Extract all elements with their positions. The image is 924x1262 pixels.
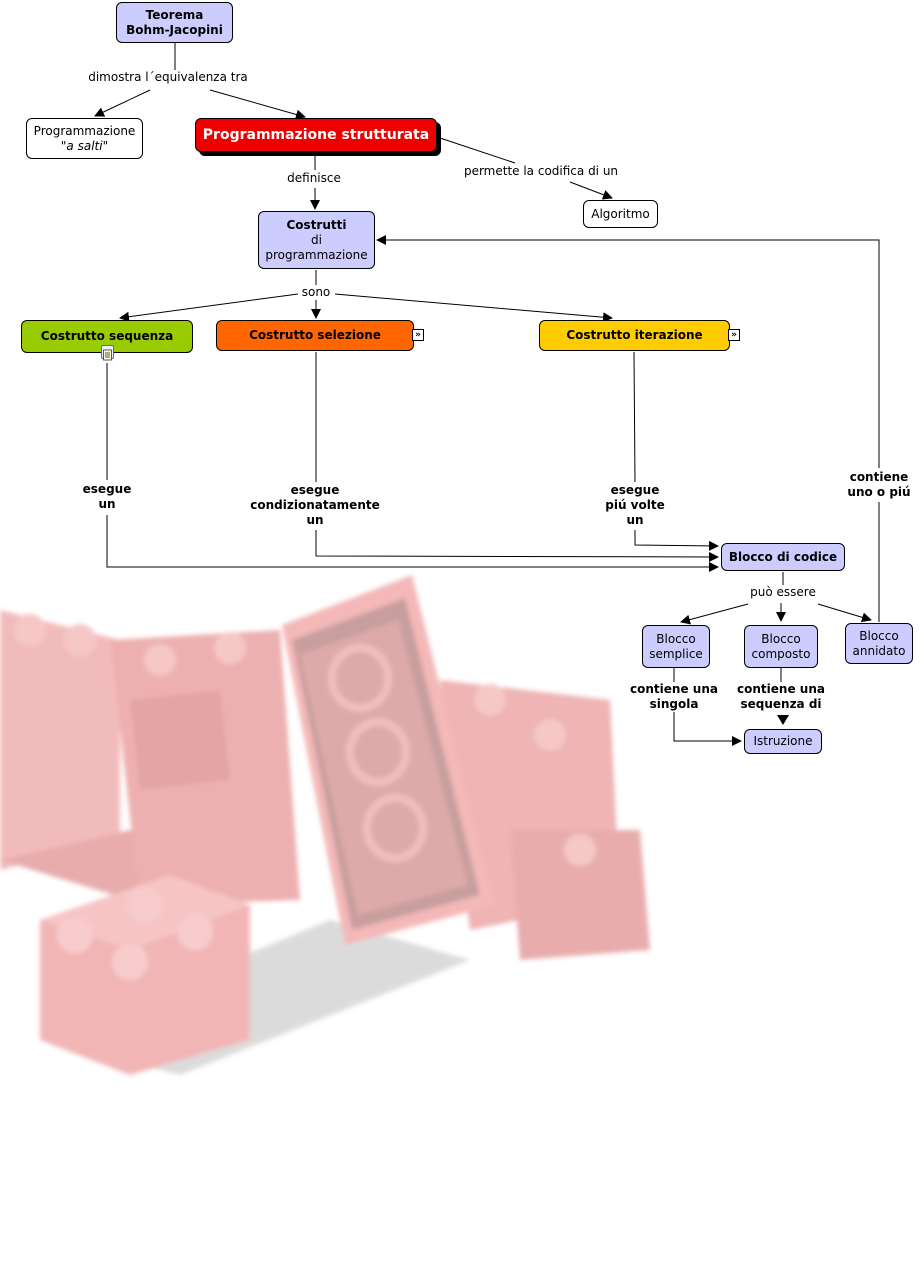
node-label: Bohm-Jacopini	[126, 22, 223, 37]
node-costrutto-selezione[interactable]: Costrutto selezione	[216, 320, 414, 351]
node-algoritmo[interactable]: Algoritmo	[583, 200, 658, 228]
link-text: condizionatamente	[250, 498, 380, 512]
link-text: uno o piú	[847, 485, 911, 499]
link-label-contiene-uno-o-piu: contiene uno o piú	[847, 470, 911, 500]
link-text: esegue	[82, 482, 132, 496]
node-blocco-semplice[interactable]: Blocco semplice	[642, 625, 710, 668]
link-text: contiene	[849, 470, 909, 484]
node-costrutto-iterazione[interactable]: Costrutto iterazione	[539, 320, 730, 351]
link-text: un	[306, 513, 324, 527]
link-label-sono: sono	[301, 285, 331, 300]
node-label: Blocco	[656, 631, 696, 646]
link-label-permette: permette la codifica di un	[463, 164, 619, 179]
link-esegue-blocco-b	[315, 530, 719, 562]
node-programmazione-a-salti[interactable]: Programmazione "a salti"	[26, 118, 143, 159]
link-text: esegue	[610, 483, 660, 497]
link-contiene-costrutti	[376, 235, 880, 468]
node-blocco-annidato[interactable]: Blocco annidato	[845, 623, 913, 664]
link-text: esegue	[290, 483, 340, 497]
link-sono-sequenza	[119, 293, 299, 322]
link-label-puo-essere: può essere	[750, 585, 816, 600]
link-label-contiene-una-sequenza-di: contiene una sequenza di	[737, 682, 825, 712]
node-label: di	[311, 232, 322, 247]
node-label: Blocco	[859, 628, 899, 643]
link-text: dimostra l´equivalenza tra	[88, 70, 248, 84]
node-label: Blocco di codice	[728, 549, 838, 564]
link-text: permette la codifica di un	[463, 164, 619, 178]
link-text: un	[626, 513, 644, 527]
link-text: definisce	[287, 171, 341, 185]
node-blocco-di-codice[interactable]: Blocco di codice	[721, 543, 845, 571]
link-text: piú volte	[605, 498, 665, 512]
link-text: contiene una	[737, 682, 825, 696]
document-icon[interactable]	[101, 345, 114, 361]
node-label: "a salti"	[60, 138, 109, 153]
node-label: composto	[751, 646, 811, 661]
link-puo-semplice	[680, 603, 749, 625]
node-label: Programmazione strutturata	[202, 126, 430, 143]
link-strutturata-permette	[436, 136, 516, 164]
arrowhead-istruzione	[777, 715, 789, 725]
node-label: programmazione	[265, 247, 368, 262]
link-iterazione-esegue	[633, 351, 636, 483]
node-istruzione[interactable]: Istruzione	[744, 729, 822, 754]
link-label-contiene-una-singola: contiene una singola	[630, 682, 718, 712]
link-label-esegue-un: esegue un	[82, 482, 132, 512]
link-text: può essere	[750, 585, 816, 599]
link-puo-annidato	[817, 603, 872, 623]
link-dimostra-strutturata	[209, 89, 306, 120]
link-esegue-blocco-c	[634, 530, 719, 551]
link-esegue-blocco-a	[106, 515, 719, 572]
link-text: un	[98, 497, 116, 511]
node-label: Programmazione	[33, 123, 136, 138]
link-text: sequenza di	[740, 697, 822, 711]
node-label: Teorema	[145, 7, 204, 22]
node-label: semplice	[649, 646, 703, 661]
link-label-definisce: definisce	[287, 171, 341, 186]
node-label: Algoritmo	[591, 206, 650, 221]
link-dimostra-salti	[94, 89, 151, 117]
link-text: singola	[649, 697, 699, 711]
link-text: contiene una	[630, 682, 718, 696]
node-label: Costrutti	[286, 217, 347, 232]
link-label-dimostra: dimostra l´equivalenza tra	[88, 70, 248, 85]
node-programmazione-strutturata[interactable]: Programmazione strutturata	[195, 118, 437, 152]
link-label-esegue-piu-volte: esegue piú volte un	[605, 483, 665, 528]
node-label: annidato	[852, 643, 906, 658]
node-blocco-composto[interactable]: Blocco composto	[744, 625, 818, 668]
link-sono-iterazione	[334, 293, 613, 323]
link-text: sono	[301, 285, 331, 299]
node-label: Costrutto selezione	[249, 328, 381, 342]
node-label: Costrutto sequenza	[40, 329, 174, 343]
link-permette-algoritmo	[569, 181, 613, 200]
node-label: Istruzione	[753, 734, 813, 748]
link-contiene-istruzione-a	[673, 712, 742, 746]
node-label: Blocco	[761, 631, 801, 646]
node-costrutti-di-programmazione[interactable]: Costrutti di programmazione	[258, 211, 375, 269]
double-chevron-right-icon[interactable]: »	[412, 329, 424, 341]
link-label-esegue-condizionatamente: esegue condizionatamente un	[250, 483, 380, 528]
node-label: Costrutto iterazione	[566, 328, 703, 342]
node-teorema-bohm-jacopini[interactable]: Teorema Bohm-Jacopini	[116, 2, 233, 43]
double-chevron-right-icon[interactable]: »	[728, 329, 740, 341]
